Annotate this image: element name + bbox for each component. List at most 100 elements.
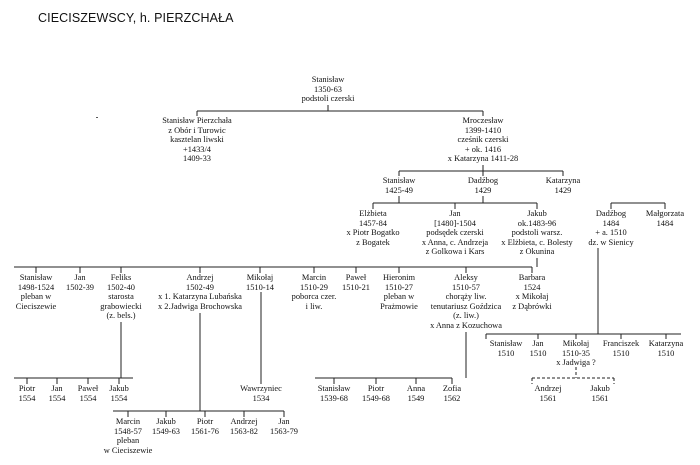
- person-line: x Anna z Kozuchowa: [430, 320, 502, 330]
- person-line: 1510-29: [300, 282, 328, 292]
- person-line: Hieronim: [382, 273, 416, 282]
- person-line: Franciszek: [602, 339, 640, 348]
- person-line: 1502-39: [66, 282, 94, 292]
- person-line: 1350-63: [314, 84, 342, 94]
- person-line: Jan: [278, 417, 290, 426]
- stray-mark: [96, 117, 98, 118]
- person-line: Feliks: [110, 273, 132, 282]
- person-line: pleban: [116, 436, 140, 446]
- person-line: 1562: [443, 393, 461, 403]
- person-line: 1510-14: [246, 282, 274, 292]
- person-line: i liw.: [305, 301, 323, 311]
- person-line: podstoli warsz.: [511, 228, 563, 238]
- person-line: chorąży liw.: [445, 292, 487, 302]
- person-line: + ok. 1416: [464, 144, 502, 154]
- person-line: 1554: [48, 393, 66, 403]
- person-line: tenutariusz Goździca: [430, 301, 502, 311]
- person-line: Andrzej: [230, 417, 258, 426]
- person-line: 1549-63: [152, 426, 180, 436]
- person-line: Jakub: [590, 384, 610, 393]
- person-line: Piotr: [196, 417, 214, 426]
- person-line: Jan: [74, 273, 86, 282]
- person-line: Jakub: [109, 384, 129, 393]
- person-line: 1484: [656, 218, 674, 228]
- person-line: Jan: [449, 209, 461, 218]
- person-line: Stanisław: [489, 339, 523, 348]
- person-line: poborca czer.: [291, 292, 337, 302]
- person-line: dz. w Sienicy: [588, 237, 634, 247]
- person-line: Stanisław Pierzchała: [162, 116, 232, 125]
- person-line: 1554: [79, 393, 97, 403]
- person-line: Marcin: [301, 273, 327, 282]
- person-line: Jakub: [156, 417, 176, 426]
- person-line: x Jadwiga ?: [556, 358, 596, 368]
- person-line: Piotr: [367, 384, 385, 393]
- person-line: Paweł: [345, 273, 367, 282]
- person-line: Katarzyna: [648, 339, 684, 348]
- person-line: podstoli czerski: [301, 94, 355, 104]
- person-line: x 2.Jadwiga Brochowska: [158, 301, 242, 311]
- person-line: Andrzej: [534, 384, 562, 393]
- person-line: + a. 1510: [595, 228, 627, 238]
- person-line: cześnik czerski: [457, 135, 509, 145]
- person-line: 1548-57: [114, 426, 142, 436]
- person-line: 1510: [612, 348, 630, 358]
- person-line: Mroczesław: [462, 116, 504, 125]
- person-line: 1399-1410: [464, 125, 502, 135]
- person-line: pleban w: [383, 292, 415, 302]
- person-line: z Obór i Turowic: [168, 125, 226, 135]
- person-line: 1510: [497, 348, 515, 358]
- page-title: CIECISZEWSCY, h. PIERZCHAŁA: [38, 11, 234, 25]
- person-line: podsędek czerski: [426, 228, 484, 238]
- person-line: 1549-68: [362, 393, 390, 403]
- person-line: Prażmowie: [380, 301, 418, 311]
- person-line: x 1. Katarzyna Lubańska: [158, 292, 242, 302]
- person-line: 1502-49: [186, 282, 214, 292]
- person-line: 1510: [657, 348, 675, 358]
- person-line: grabowiecki: [100, 301, 142, 311]
- person-line: 1554: [18, 393, 36, 403]
- person-line: 1549: [407, 393, 425, 403]
- person-line: Cieciszewie: [15, 301, 57, 311]
- person-line: x Katarzyna 1411-28: [447, 154, 519, 164]
- person-line: 1429: [474, 185, 492, 195]
- person-line: Stanisław: [317, 384, 351, 393]
- person-line: 1510-35: [562, 348, 590, 358]
- person-line: 1510-21: [342, 282, 370, 292]
- person-line: 1561-76: [191, 426, 219, 436]
- person-line: 1510: [529, 348, 547, 358]
- person-line: Stanisław: [311, 75, 345, 84]
- person-line: z Golkowa i Kars: [425, 247, 485, 257]
- person-line: pleban w: [20, 292, 52, 302]
- person-line: w Cieciszewie: [103, 445, 153, 455]
- person-line: x Anna, c. Andrzeja: [421, 237, 489, 247]
- person-line: Marcin: [115, 417, 141, 426]
